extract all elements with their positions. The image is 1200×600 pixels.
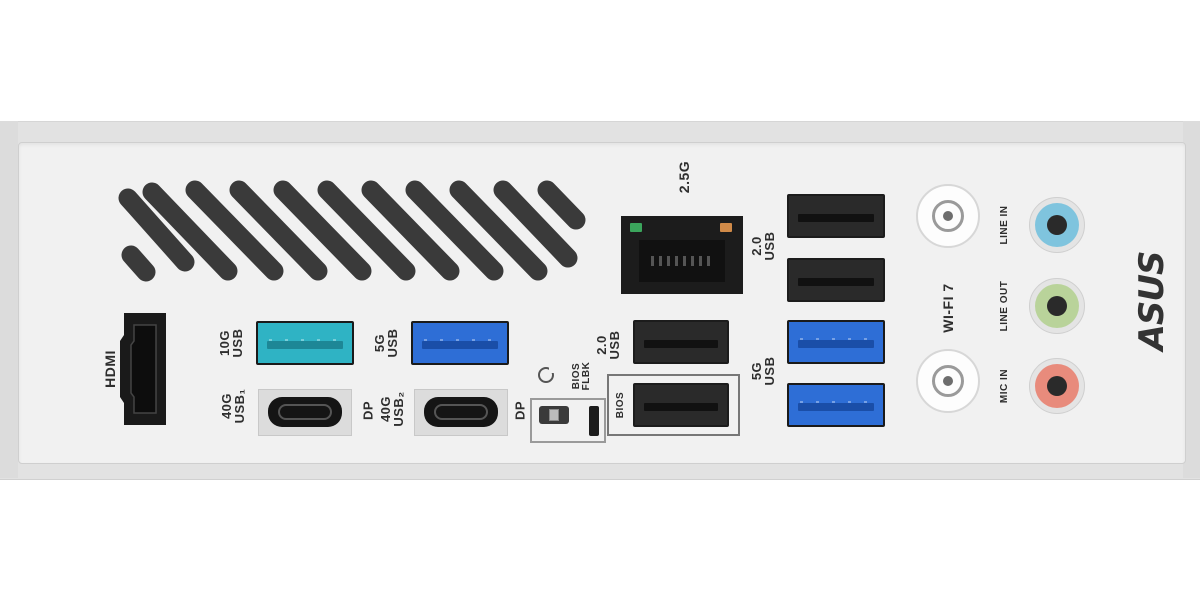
bios-flashback-led	[589, 406, 599, 436]
mic-in-jack[interactable]	[1029, 358, 1085, 414]
bios-usb-label: BIOS	[615, 391, 626, 419]
dp-2-label: DP	[512, 400, 528, 421]
jack-hole	[1047, 296, 1067, 316]
wifi-label: WI-FI 7	[940, 283, 956, 333]
hdmi-port[interactable]	[120, 311, 170, 427]
io-shield-left-tab	[0, 121, 18, 478]
lan-speed-led	[720, 223, 732, 232]
usb-c-inner	[278, 404, 332, 420]
usb-tongue	[798, 214, 874, 222]
usb-c-40g-port-2[interactable]	[424, 397, 498, 427]
hdmi-label: HDMI	[102, 350, 118, 388]
usb-20-port-right-2[interactable]	[787, 258, 885, 302]
lan-pins	[651, 256, 713, 266]
lan-label: 2.5G	[676, 160, 692, 194]
usb-tongue	[798, 340, 874, 348]
usb-tongue	[798, 403, 874, 411]
usb-c-inner	[434, 404, 488, 420]
line-in-jack[interactable]	[1029, 197, 1085, 253]
usb-20-port-mid[interactable]	[633, 320, 729, 364]
wifi-antenna-connector-icon	[932, 200, 964, 232]
lan-activity-led	[630, 223, 642, 232]
lan-2-5g-port[interactable]	[621, 216, 743, 294]
wifi-antenna-connector-bottom[interactable]	[916, 349, 980, 413]
antenna-core	[943, 211, 953, 221]
usb-5g-port-right-1[interactable]	[787, 320, 885, 364]
bios-usb-box	[607, 374, 740, 436]
line-out-label: LINE OUT	[999, 280, 1010, 332]
jack-hole	[1047, 376, 1067, 396]
io-shield-right-tab	[1183, 121, 1200, 478]
asus-logo: ASUS	[1132, 251, 1172, 351]
usb-c-40g-port-1[interactable]	[268, 397, 342, 427]
flbk-button-knob	[549, 409, 559, 421]
usb-10g-port[interactable]	[256, 321, 354, 365]
usb-20-port-right-1[interactable]	[787, 194, 885, 238]
wifi-antenna-connector-icon	[932, 365, 964, 397]
bios-flashback-box	[530, 398, 606, 443]
bios-flashback-icon	[538, 367, 555, 383]
usb-bios-port[interactable]	[633, 383, 729, 427]
bios-flashback-button[interactable]	[539, 406, 569, 424]
line-in-label: LINE IN	[999, 205, 1010, 245]
mic-in-label: MIC IN	[999, 368, 1010, 404]
usb-tongue	[267, 341, 343, 349]
usb-tongue	[422, 341, 498, 349]
usb-tongue	[644, 403, 718, 411]
usb-5g-port[interactable]	[411, 321, 509, 365]
wifi-antenna-connector-top[interactable]	[916, 184, 980, 248]
line-out-jack[interactable]	[1029, 278, 1085, 334]
usb-tongue	[644, 340, 718, 348]
usb-5g-port-right-2[interactable]	[787, 383, 885, 427]
usb-tongue	[798, 278, 874, 286]
dp-1-label: DP	[360, 400, 376, 421]
antenna-core	[943, 376, 953, 386]
jack-hole	[1047, 215, 1067, 235]
